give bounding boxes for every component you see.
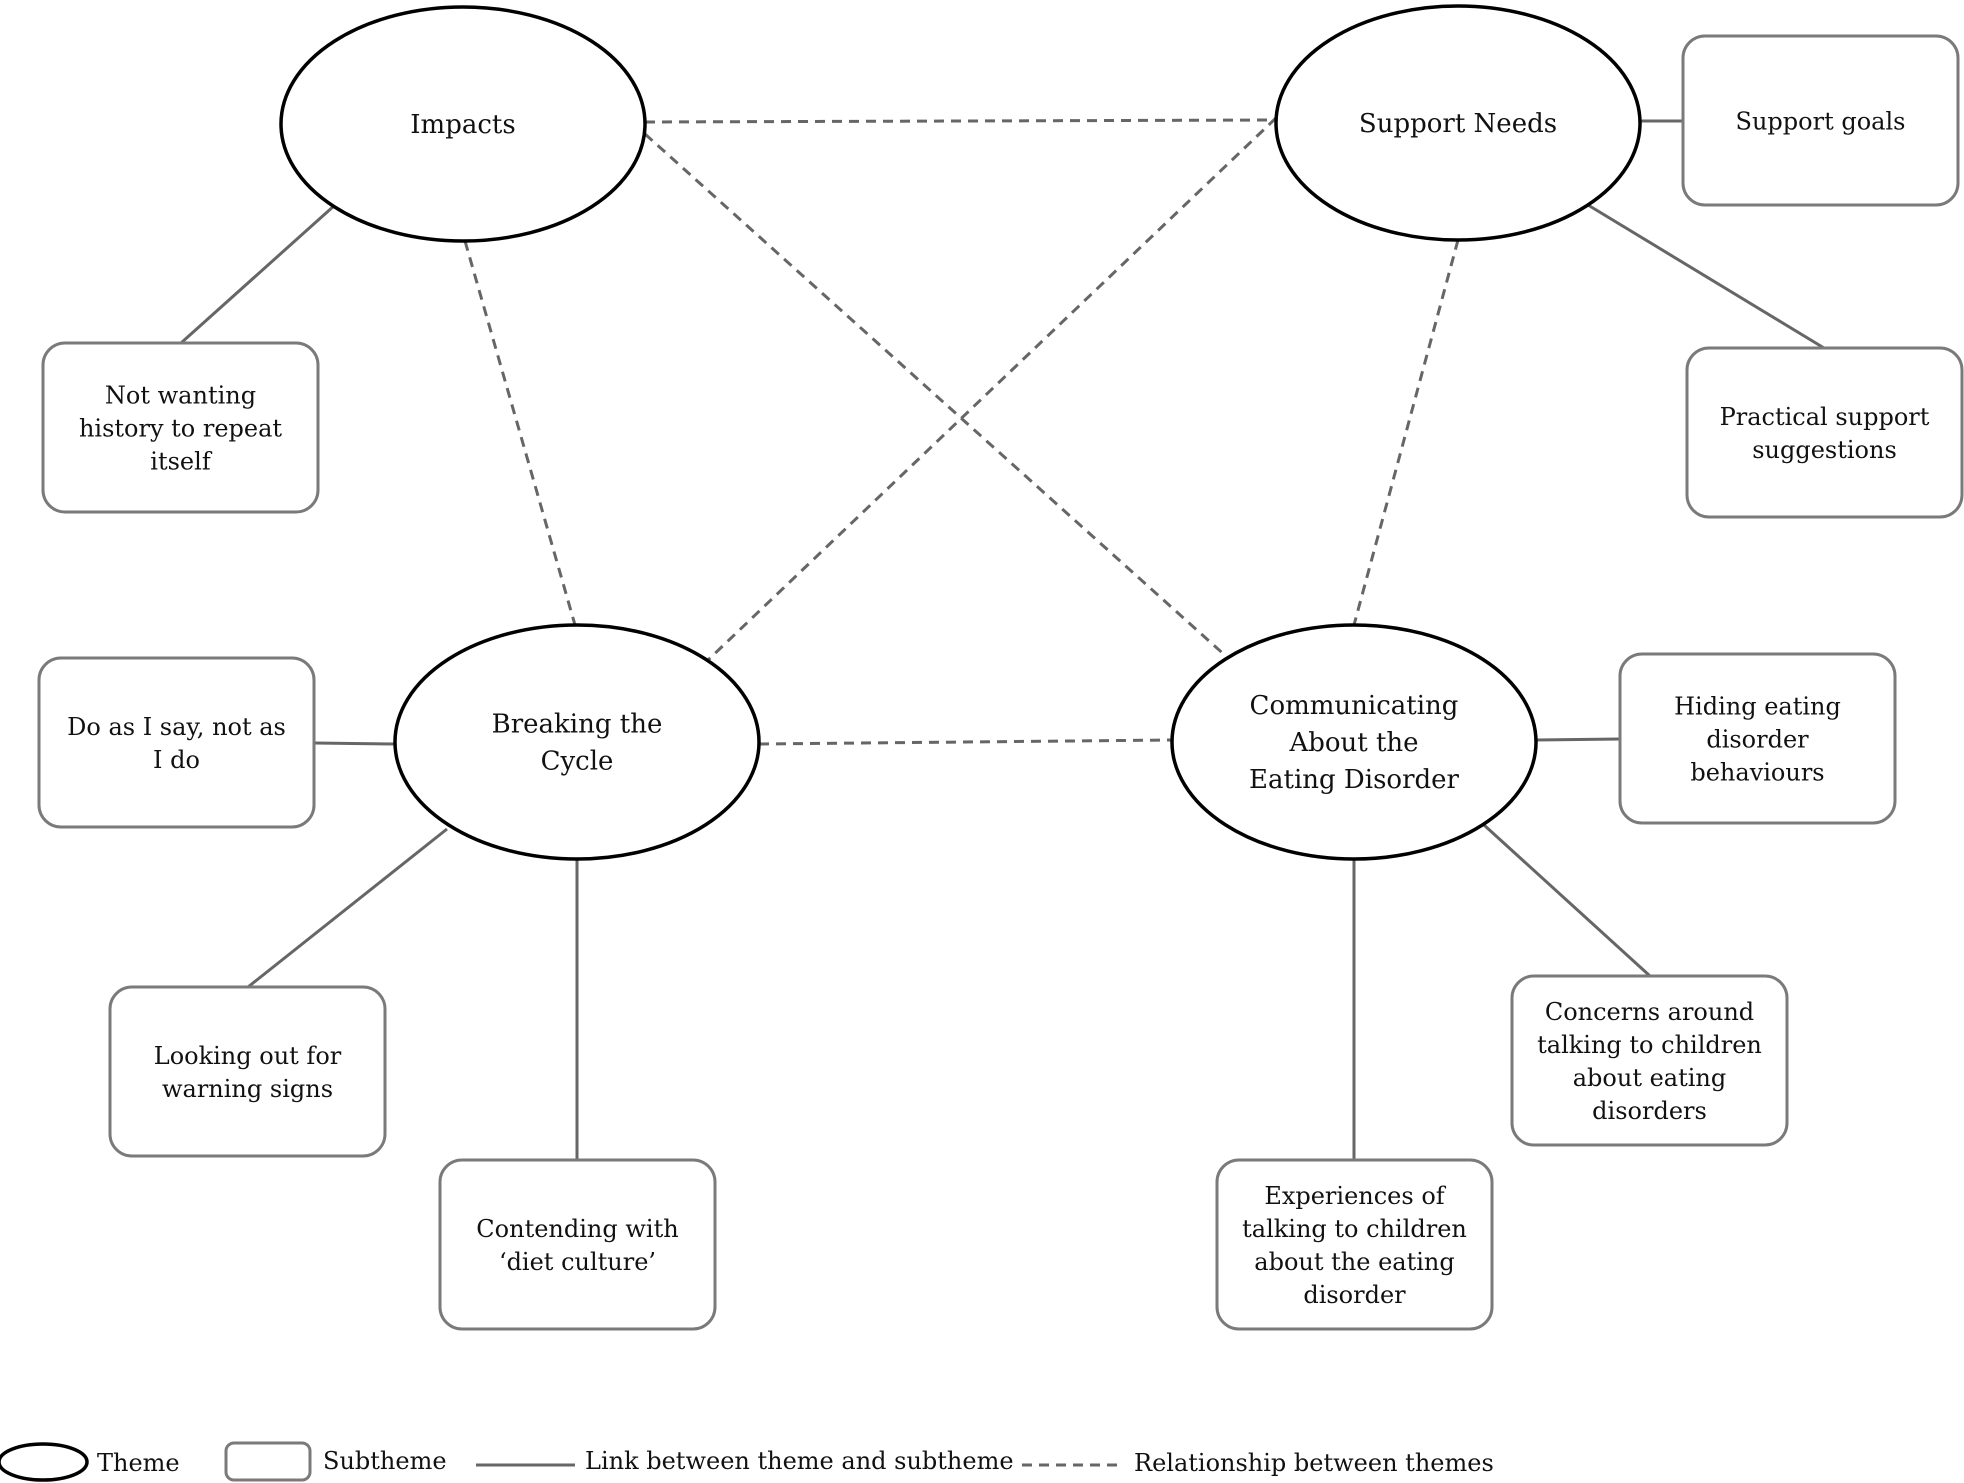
relationship-support-needs-communicating xyxy=(1352,239,1460,626)
subtheme-box xyxy=(37,656,316,829)
theme-ellipse xyxy=(1170,623,1538,861)
subtheme-box xyxy=(1215,1158,1494,1331)
subtheme-label-line-2: history to repeat xyxy=(79,415,282,443)
legend: Theme Subtheme Link between theme and su… xyxy=(0,1441,1494,1482)
subtheme-label-line-3: itself xyxy=(150,448,213,476)
theme-ellipse xyxy=(1274,4,1642,242)
subtheme-box xyxy=(1510,974,1789,1147)
subtheme-label-line-1: Looking out for xyxy=(154,1042,342,1070)
subtheme-box xyxy=(1685,346,1964,519)
legend-relationship-label: Relationship between themes xyxy=(1134,1449,1494,1477)
legend-link-label: Link between theme and subtheme xyxy=(585,1447,1014,1475)
subtheme-looking-out: Looking out for warning signs xyxy=(108,985,387,1158)
subtheme-label-line-4: disorder xyxy=(1303,1281,1406,1309)
subtheme-not-wanting-history: Not wanting history to repeat itself xyxy=(41,341,320,514)
subtheme-support-goals: Support goals xyxy=(1681,34,1960,207)
relationship-impacts-communicating xyxy=(643,132,1230,660)
subtheme-label-line-2: I do xyxy=(153,746,200,774)
subtheme-label-line-2: talking to children xyxy=(1242,1215,1467,1243)
subtheme-practical-support: Practical support suggestions xyxy=(1685,346,1964,519)
link-impacts-not-wanting-history xyxy=(179,203,337,345)
relationship-breaking-the-cycle-communicating xyxy=(758,738,1173,746)
subtheme-label-line-1: Support goals xyxy=(1736,108,1906,136)
legend-subtheme-swatch xyxy=(224,1441,312,1482)
subtheme-label-line-4: disorders xyxy=(1592,1097,1707,1125)
legend-theme-label: Theme xyxy=(97,1449,180,1477)
subtheme-hiding-behaviours: Hiding eating disorder behaviours xyxy=(1618,652,1897,825)
subtheme-label-line-1: Practical support xyxy=(1720,403,1930,431)
subtheme-experiences-talking: Experiences of talking to children about t… xyxy=(1215,1158,1494,1331)
subtheme-label-line-2: disorder xyxy=(1706,726,1809,754)
theme-label-line-1: Impacts xyxy=(410,110,515,140)
link-communicating-hiding-behaviours xyxy=(1535,737,1621,742)
theme-ellipse xyxy=(279,5,647,243)
subtheme-box xyxy=(1681,34,1960,207)
theme-impacts: Impacts xyxy=(279,5,647,243)
theme-relationships xyxy=(463,116,1460,746)
legend-subtheme-label: Subtheme xyxy=(323,1447,447,1475)
subtheme-label-line-2: ‘diet culture’ xyxy=(499,1248,656,1276)
subtheme-label-line-3: behaviours xyxy=(1690,759,1824,787)
subtheme-diet-culture: Contending with ‘diet culture’ xyxy=(438,1158,717,1331)
subtheme-do-as-i-say: Do as I say, not as I do xyxy=(37,656,316,829)
link-communicating-concerns-talking xyxy=(1482,823,1652,978)
relationship-support-needs-breaking-the-cycle xyxy=(705,116,1278,663)
link-breaking-the-cycle-do-as-i-say xyxy=(313,741,396,746)
subtheme-label-line-3: about the eating xyxy=(1254,1248,1454,1276)
subtheme-label-line-1: Do as I say, not as xyxy=(67,713,286,741)
theme-ellipse xyxy=(393,623,761,861)
subtheme-label-line-3: about eating xyxy=(1573,1064,1727,1092)
subtheme-label-line-1: Concerns around xyxy=(1545,998,1754,1026)
theme-label-line-2: Cycle xyxy=(541,747,614,777)
subtheme-label-line-1: Not wanting xyxy=(105,382,256,410)
theme-label-line-3: Eating Disorder xyxy=(1249,765,1460,795)
subtheme-box xyxy=(41,341,320,514)
relationship-impacts-breaking-the-cycle xyxy=(463,240,577,626)
subtheme-label-line-1: Experiences of xyxy=(1264,1182,1446,1210)
subtheme-label-line-2: suggestions xyxy=(1752,436,1897,464)
legend-theme-swatch xyxy=(0,1442,89,1482)
theme-label-line-2: About the xyxy=(1288,728,1418,758)
subtheme-label-line-1: Hiding eating xyxy=(1674,693,1841,721)
subtheme-label-line-2: talking to children xyxy=(1537,1031,1762,1059)
theme-subtheme-links xyxy=(179,119,1825,1160)
relationship-impacts-support-needs xyxy=(644,118,1277,124)
theme-label-line-1: Support Needs xyxy=(1359,109,1557,139)
subtheme-box xyxy=(1618,652,1897,825)
theme-label-line-1: Breaking the xyxy=(492,710,663,740)
subtheme-label-line-2: warning signs xyxy=(162,1075,333,1103)
subtheme-label-line-1: Contending with xyxy=(476,1215,678,1243)
theme-label-line-1: Communicating xyxy=(1250,691,1459,721)
subtheme-box xyxy=(438,1158,717,1331)
link-support-needs-practical-support xyxy=(1587,203,1825,350)
link-breaking-the-cycle-looking-out xyxy=(247,827,448,989)
theme-support-needs: Support Needs xyxy=(1274,4,1642,242)
subtheme-box xyxy=(108,985,387,1158)
subtheme-concerns-talking: Concerns around talking to children about … xyxy=(1510,974,1789,1147)
